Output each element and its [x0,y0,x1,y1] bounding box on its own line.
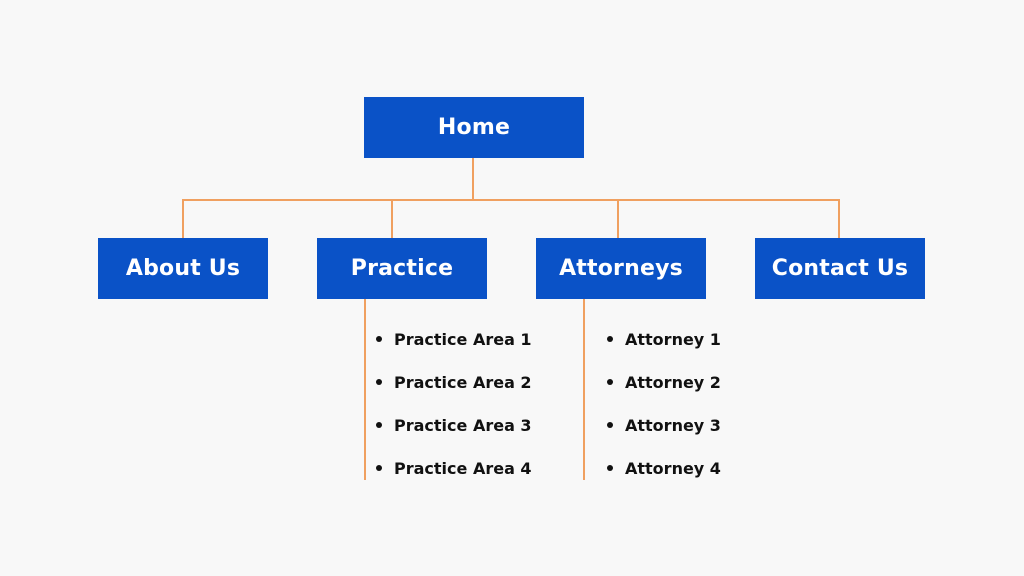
connector-to-contact-us [838,199,840,238]
connector-practice-sublist [364,299,366,480]
node-attorneys-label: Attorneys [559,256,683,281]
connector-home-down [472,158,474,200]
list-item-label: Attorney 1 [625,329,721,349]
bullet-icon [607,422,613,428]
connector-to-about-us [182,199,184,238]
node-contact-us: Contact Us [755,238,925,299]
list-item: Practice Area 1 [376,327,532,351]
bullet-icon [607,336,613,342]
list-item: Attorney 4 [607,456,721,480]
list-item: Attorney 2 [607,370,721,394]
bullet-icon [376,422,382,428]
connector-to-attorneys [617,199,619,238]
list-item-label: Practice Area 1 [394,329,532,349]
node-practice-label: Practice [350,256,454,281]
connector-attorneys-sublist [583,299,585,480]
list-item: Practice Area 2 [376,370,532,394]
bullet-icon [376,379,382,385]
list-item: Attorney 3 [607,413,721,437]
list-item-label: Practice Area 2 [394,372,532,392]
list-item: Attorney 1 [607,327,721,351]
attorneys-sublist: Attorney 1 Attorney 2 Attorney 3 Attorne… [607,327,747,487]
connector-to-practice [391,199,393,238]
connector-horizontal-bus [182,199,840,201]
bullet-icon [607,465,613,471]
node-practice: Practice [317,238,487,299]
bullet-icon [607,379,613,385]
node-about-us: About Us [98,238,268,299]
list-item-label: Practice Area 3 [394,415,532,435]
list-item-label: Attorney 2 [625,372,721,392]
node-home-label: Home [437,115,511,140]
bullet-icon [376,465,382,471]
list-item-label: Practice Area 4 [394,458,532,478]
list-item-label: Attorney 4 [625,458,721,478]
practice-sublist: Practice Area 1 Practice Area 2 Practice… [376,327,546,487]
node-contact-us-label: Contact Us [771,256,909,281]
list-item: Practice Area 3 [376,413,532,437]
bullet-icon [376,336,382,342]
list-item-label: Attorney 3 [625,415,721,435]
node-attorneys: Attorneys [536,238,706,299]
node-home: Home [364,97,584,158]
list-item: Practice Area 4 [376,456,532,480]
node-about-us-label: About Us [125,256,241,281]
